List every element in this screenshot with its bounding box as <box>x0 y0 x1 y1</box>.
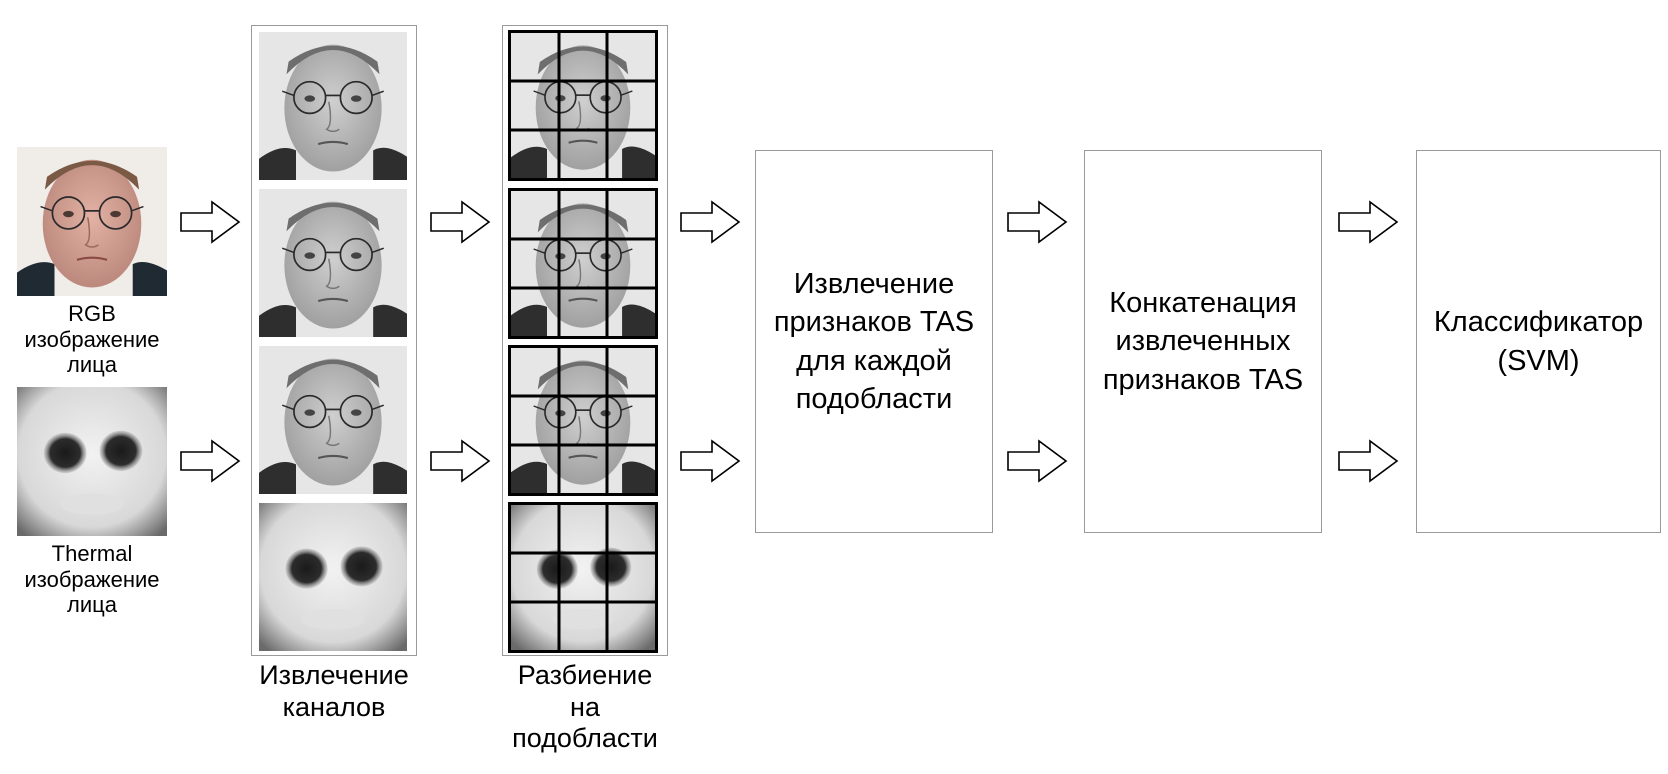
arrow-right-icon <box>428 438 492 484</box>
split-caption: Разбиение на подобласти <box>512 660 658 754</box>
channel-image-3 <box>259 346 407 494</box>
rgb-caption: RGB изображение лица <box>24 301 160 378</box>
rgb-face-image <box>17 147 167 296</box>
thermal-caption: Thermal изображение лица <box>24 541 160 618</box>
arrow-right-icon <box>178 199 242 245</box>
split-image-2 <box>508 188 658 339</box>
arrow-right-icon <box>178 438 242 484</box>
channel-image-thermal <box>259 503 407 651</box>
arrow-right-icon <box>428 199 492 245</box>
split-image-3 <box>508 345 658 496</box>
classifier-box: Классификатор (SVM) <box>1416 150 1661 533</box>
channel-image-2 <box>259 189 407 337</box>
split-image-thermal <box>508 502 658 653</box>
channels-caption: Извлечение каналов <box>259 660 409 722</box>
channel-image-1 <box>259 32 407 180</box>
arrow-right-icon <box>1336 199 1400 245</box>
arrow-right-icon <box>678 199 742 245</box>
tas-extraction-box: Извлечение признаков TAS для каждой подо… <box>755 150 993 533</box>
arrow-right-icon <box>1005 438 1069 484</box>
concatenation-box: Конкатенация извлеченных признаков TAS <box>1084 150 1322 533</box>
arrow-right-icon <box>1336 438 1400 484</box>
arrow-right-icon <box>1005 199 1069 245</box>
thermal-face-image <box>17 387 167 536</box>
split-image-1 <box>508 30 658 181</box>
arrow-right-icon <box>678 438 742 484</box>
